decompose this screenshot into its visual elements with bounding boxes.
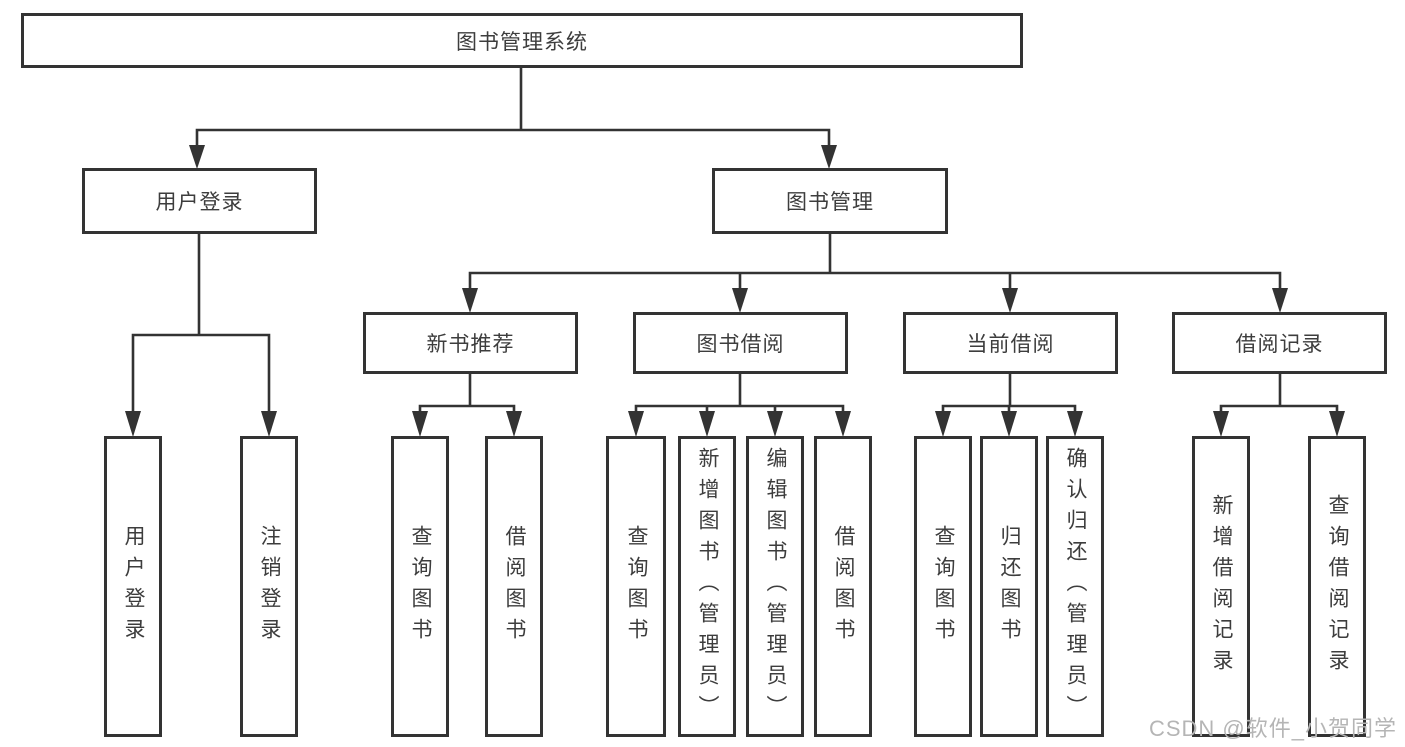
leaf-borrow-edit-book-admin-label: 编辑图书（管理员） (764, 447, 788, 726)
leaf-current-return-book: 归还图书 (980, 436, 1038, 737)
leaf-logout-label: 注销登录 (258, 524, 282, 649)
leaf-borrow-borrow-book: 借阅图书 (814, 436, 872, 737)
leaf-current-query-book-label: 查询图书 (932, 524, 956, 649)
leaf-records-add-record: 新增借阅记录 (1192, 436, 1250, 737)
node-borrow-records: 借阅记录 (1172, 312, 1387, 374)
leaf-newrec-query-book-label: 查询图书 (409, 524, 433, 649)
leaf-user-login: 用户登录 (104, 436, 162, 737)
leaf-current-confirm-return-admin: 确认归还（管理员） (1046, 436, 1104, 737)
node-book-borrow-label: 图书借阅 (696, 333, 785, 356)
node-new-book-recommend: 新书推荐 (363, 312, 578, 374)
leaf-borrow-add-book-admin-label: 新增图书（管理员） (696, 447, 720, 726)
leaf-borrow-add-book-admin: 新增图书（管理员） (678, 436, 736, 737)
leaf-records-query-record-label: 查询借阅记录 (1326, 493, 1350, 680)
connector-root-to-level2 (189, 66, 837, 169)
node-book-borrow: 图书借阅 (633, 312, 848, 374)
leaf-user-login-label: 用户登录 (122, 524, 146, 649)
leaf-records-query-record: 查询借阅记录 (1308, 436, 1366, 737)
node-root-label: 图书管理系统 (456, 30, 588, 54)
leaf-newrec-borrow-book: 借阅图书 (485, 436, 543, 737)
leaf-current-confirm-return-admin-label: 确认归还（管理员） (1064, 447, 1088, 726)
leaf-borrow-borrow-book-label: 借阅图书 (832, 524, 856, 649)
leaf-records-add-record-label: 新增借阅记录 (1210, 493, 1234, 680)
leaf-current-return-book-label: 归还图书 (998, 524, 1022, 649)
node-root: 图书管理系统 (21, 13, 1023, 68)
node-new-book-recommend-label: 新书推荐 (426, 333, 515, 356)
node-user-login-label: 用户登录 (155, 191, 244, 214)
leaf-newrec-query-book: 查询图书 (391, 436, 449, 737)
connector-records-to-leaves (1213, 372, 1345, 437)
node-book-management: 图书管理 (712, 168, 948, 234)
leaf-borrow-query-book: 查询图书 (606, 436, 666, 737)
connector-currentborrow-to-leaves (935, 372, 1083, 437)
leaf-borrow-query-book-label: 查询图书 (625, 524, 649, 649)
node-current-borrow-label: 当前借阅 (966, 333, 1055, 356)
connector-newrec-to-leaves (412, 372, 522, 437)
leaf-logout: 注销登录 (240, 436, 298, 737)
node-user-login: 用户登录 (82, 168, 317, 234)
leaf-newrec-borrow-book-label: 借阅图书 (503, 524, 527, 649)
node-current-borrow: 当前借阅 (903, 312, 1118, 374)
leaf-current-query-book: 查询图书 (914, 436, 972, 737)
csdn-watermark: CSDN @软件_小贺同学 (1148, 716, 1397, 741)
leaf-borrow-edit-book-admin: 编辑图书（管理员） (746, 436, 804, 737)
connector-login-to-leaves (125, 232, 277, 437)
connector-mgmt-to-level3 (462, 232, 1288, 313)
node-borrow-records-label: 借阅记录 (1235, 333, 1324, 356)
node-book-management-label: 图书管理 (786, 191, 874, 214)
connector-bookborrow-to-leaves (628, 372, 851, 437)
